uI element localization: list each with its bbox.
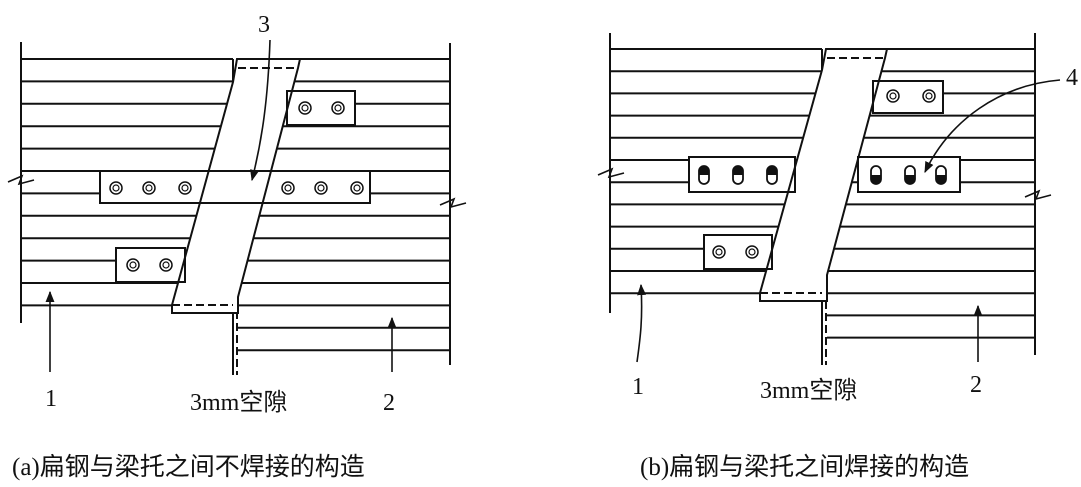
bolt-icon bbox=[162, 261, 170, 269]
bolt-icon bbox=[331, 101, 345, 115]
bolt-icon bbox=[748, 248, 756, 256]
bolt-icon bbox=[301, 104, 309, 112]
bolt-in-slot-icon bbox=[733, 166, 743, 175]
bolt-icon bbox=[178, 181, 192, 195]
label-3: 3 bbox=[258, 12, 270, 38]
label-2: 2 bbox=[970, 372, 982, 398]
bolt-icon bbox=[145, 184, 153, 192]
caption-b: (b)扁钢与梁托之间焊接的构造 bbox=[640, 453, 969, 481]
leader-arrow bbox=[250, 39, 271, 182]
bolt-icon bbox=[317, 184, 325, 192]
bolt-icon bbox=[181, 184, 189, 192]
bolt-icon bbox=[745, 245, 759, 259]
bolt-icon bbox=[712, 245, 726, 259]
bolt-icon bbox=[889, 92, 897, 100]
bolt-icon bbox=[109, 181, 123, 195]
bolt-in-slot-icon bbox=[936, 175, 946, 184]
bolt-in-slot-icon bbox=[767, 166, 777, 175]
bolt-icon bbox=[159, 258, 173, 272]
leader-arrow bbox=[924, 79, 1061, 174]
bolt-in-slot-icon bbox=[905, 175, 915, 184]
label-4: 4 bbox=[1066, 65, 1078, 91]
panel-b bbox=[597, 33, 1061, 365]
bolt-icon bbox=[353, 184, 361, 192]
bolt-icon bbox=[925, 92, 933, 100]
bolt-icon bbox=[922, 89, 936, 103]
caption-a: (a)扁钢与梁托之间不焊接的构造 bbox=[12, 453, 365, 481]
leader-arrow bbox=[636, 283, 647, 363]
break-symbol-left bbox=[597, 167, 625, 179]
splice-plate bbox=[99, 170, 371, 204]
bolt-in-slot-icon bbox=[871, 175, 881, 184]
beam-bracket-fill bbox=[760, 49, 887, 301]
bolt-icon bbox=[298, 101, 312, 115]
break-symbol-left bbox=[7, 174, 35, 186]
bolt-icon bbox=[126, 258, 140, 272]
bolt-icon bbox=[112, 184, 120, 192]
bolt-icon bbox=[314, 181, 328, 195]
bolt-icon bbox=[284, 184, 292, 192]
bolt-icon bbox=[142, 181, 156, 195]
bolt-icon bbox=[350, 181, 364, 195]
splice-plate bbox=[286, 90, 356, 126]
bolt-in-slot-icon bbox=[699, 166, 709, 175]
beam-bracket bbox=[759, 48, 889, 302]
label-2: 2 bbox=[383, 390, 395, 416]
bolt-icon bbox=[715, 248, 723, 256]
bolt-icon bbox=[281, 181, 295, 195]
gap-label: 3mm空隙 bbox=[190, 389, 287, 416]
break-symbol-right bbox=[439, 197, 467, 209]
panel-a bbox=[7, 39, 467, 375]
bolt-icon bbox=[129, 261, 137, 269]
bolt-icon bbox=[886, 89, 900, 103]
label-1: 1 bbox=[45, 386, 57, 412]
beam-bracket bbox=[171, 58, 302, 314]
break-symbol-right bbox=[1024, 189, 1052, 201]
bolt-icon bbox=[334, 104, 342, 112]
gap-label: 3mm空隙 bbox=[760, 377, 857, 404]
label-1: 1 bbox=[632, 374, 644, 400]
